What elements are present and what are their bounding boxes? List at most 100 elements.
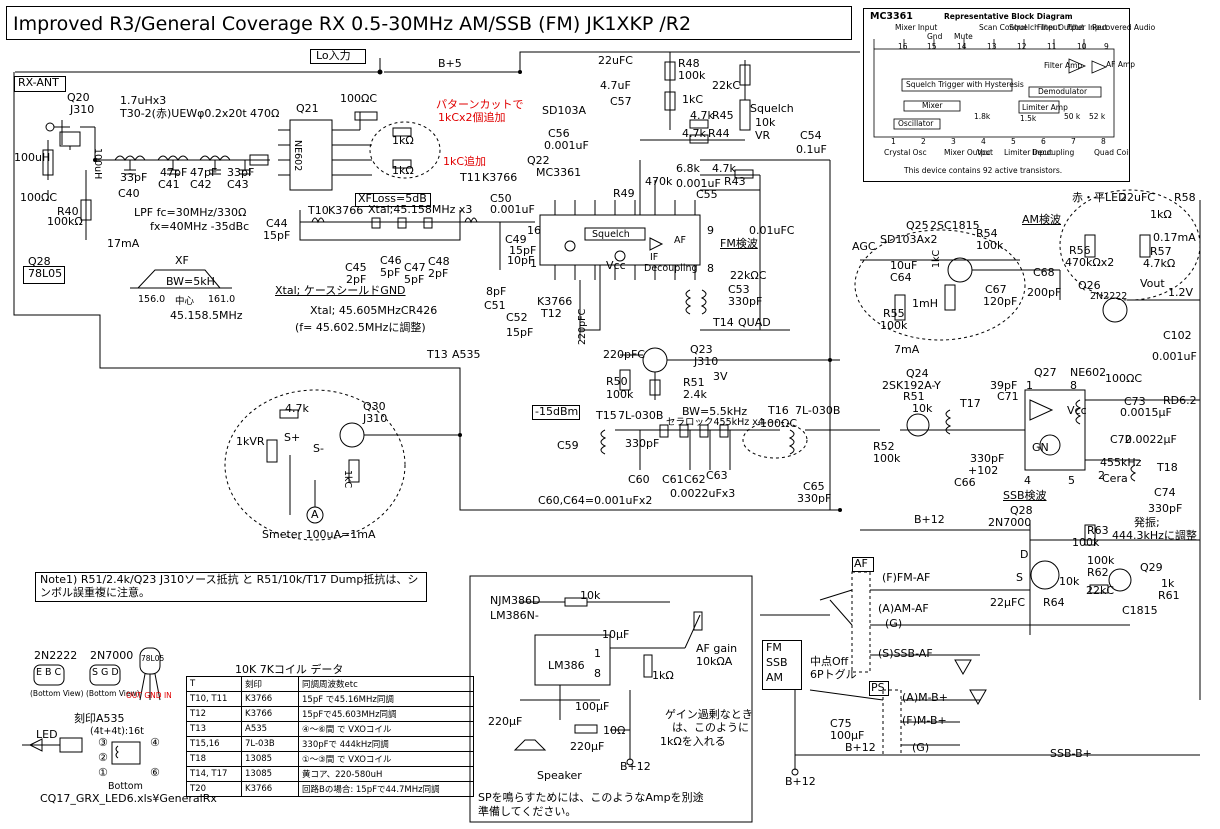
c330-102-label: 330pF	[970, 452, 1005, 465]
bd-bottom-pin-2: 2	[921, 137, 926, 146]
t12-label: T12	[541, 307, 562, 320]
xfloss-label: XFLoss=5dB	[358, 192, 427, 205]
ssb-af-label: (S)SSB-AF	[878, 647, 933, 660]
c45-label: C45	[345, 261, 367, 274]
r57-label: R57	[1150, 245, 1172, 258]
r45-value: 4.7k	[690, 109, 714, 122]
af-switch-box	[852, 557, 874, 572]
c40-value: 33pF	[120, 171, 148, 184]
bd-top-label-0: Mixer Input	[895, 23, 938, 32]
c1815-label: C1815	[1122, 604, 1158, 617]
table-cell: 黄コア、220-580uH	[298, 766, 474, 782]
r40-value: 100kΩ	[47, 215, 83, 228]
mode-box	[762, 640, 802, 690]
c102-value: 0.001uF	[1152, 350, 1197, 363]
lpf-line-1: LPF fc=30MHz/330Ω	[134, 206, 247, 219]
c74-value: 330pF	[1148, 502, 1183, 515]
r61-label: R61	[1158, 589, 1180, 602]
rx-ant-box	[14, 76, 66, 92]
c22ufc-label: 22uFC	[1120, 191, 1155, 204]
r58-label: R58	[1174, 191, 1196, 204]
c49-value-2: 10pF	[507, 254, 535, 267]
bd-top-pin-14: 14	[957, 42, 967, 51]
q27-label: Q27	[1034, 366, 1057, 379]
bd-top-pin-13: 13	[987, 42, 997, 51]
xfloss-box	[355, 193, 431, 207]
pkg-2n7000-pins: S G D	[92, 667, 119, 678]
r55-value: 100k	[880, 319, 908, 332]
t10-label: T10	[308, 204, 329, 217]
gain-note-3: 1kΩを入れる	[660, 735, 726, 748]
af-gnd-label: (G)	[885, 617, 903, 630]
bd-bottom-label-7: Quad Coil	[1094, 148, 1131, 157]
regulator-label: 78L05	[28, 267, 63, 280]
q26-label: Q26	[1078, 279, 1101, 292]
p102-label: +102	[968, 464, 999, 477]
toggle-note-2: 6Pトグル	[810, 668, 857, 681]
bplus12-d-label: B+12	[785, 775, 816, 788]
table-cell: T13	[186, 721, 242, 737]
bd-top-pin-12: 12	[1017, 42, 1027, 51]
c74-label: C74	[1154, 486, 1176, 499]
c001-label: 0.001uF	[676, 177, 721, 190]
smeter-minus: S-	[313, 442, 324, 455]
c49-value: 15pF	[509, 244, 537, 257]
q22-label: Q22	[527, 154, 550, 167]
q30-type: J310	[363, 412, 388, 425]
table-header: 同調周波数etc	[298, 676, 474, 692]
bplus12-b-label: B+12	[620, 760, 651, 773]
ne602-vcc: Vcc	[1067, 404, 1087, 417]
c001fc-label: 0.01uFC	[749, 224, 795, 237]
gain-note-1: ゲイン過剰なとき	[665, 708, 753, 721]
bd-top-pin-10: 10	[1077, 42, 1087, 51]
bottom-label: Bottom	[108, 781, 143, 792]
r58-value: 1kΩ	[1150, 208, 1172, 221]
c73-value: 0.0015μF	[1120, 406, 1172, 419]
bd-top-pin-9: 9	[1104, 42, 1109, 51]
amp-note-2: 準備してください。	[478, 805, 577, 818]
bd-bottom-label-0: Crystal Osc	[884, 148, 927, 157]
a535-stamp-label: 刻印A535	[74, 712, 125, 725]
c72-pin-2: 2	[1098, 469, 1105, 482]
c43-label: C43	[227, 178, 249, 191]
c51-label: C51	[484, 299, 506, 312]
r47k-smeter: 4.7k	[285, 402, 309, 415]
bd-block-af-amp: AF Amp	[1106, 60, 1136, 69]
xtal-adj-label: (f= 45.602.5MHzに調整)	[295, 321, 426, 334]
r56-label: R56	[1069, 244, 1091, 257]
smeter-plus: S+	[284, 431, 301, 444]
bd-res-1: 1.8k	[974, 112, 991, 121]
c59-label: C59	[557, 439, 579, 452]
af-gain-label-1: AF gain	[696, 642, 738, 655]
table-header: T	[186, 676, 242, 692]
sd103a-label: SD103A	[542, 104, 586, 117]
voltage-12v: 1.2V	[1168, 286, 1194, 299]
c73-label: C73	[1124, 395, 1146, 408]
squelch-vr-value: 10k	[755, 116, 776, 129]
r100c-b-label: 100ΩC	[20, 191, 58, 204]
table-cell: K3766	[241, 706, 299, 722]
r63-label: R63	[1087, 524, 1109, 537]
c41-value: 47pF	[160, 166, 188, 179]
vcc-block-label: Vcc	[606, 259, 626, 272]
c53-label: C53	[728, 283, 750, 296]
r470k-label: 470k	[645, 175, 673, 188]
pkg-2n2222-view: (Bottom View)	[30, 689, 84, 698]
q24-type: 2SK192A-Y	[882, 379, 941, 392]
lo-in-label: Lo入力	[316, 49, 351, 62]
table-cell: 7L-03B	[241, 736, 299, 752]
bd-block-limiter: Limiter Amp	[1022, 103, 1068, 112]
cera2-label: Cera	[1102, 472, 1128, 485]
t13-coil: A535	[452, 348, 481, 361]
c46-label: C46	[380, 254, 402, 267]
c0022-label: 0.0022uFx3	[670, 487, 736, 500]
bd-top-label-1: Gnd	[927, 32, 943, 41]
pin1-label: ①	[98, 766, 108, 779]
lm386n-label: LM386N-	[490, 609, 539, 622]
ne602-pin-5: 5	[1068, 474, 1075, 487]
amp-r10k: 10k	[580, 589, 601, 602]
c48-label: C48	[428, 255, 450, 268]
amp-r1k: 1kΩ	[652, 669, 674, 682]
r51b-label: R51	[903, 390, 925, 403]
